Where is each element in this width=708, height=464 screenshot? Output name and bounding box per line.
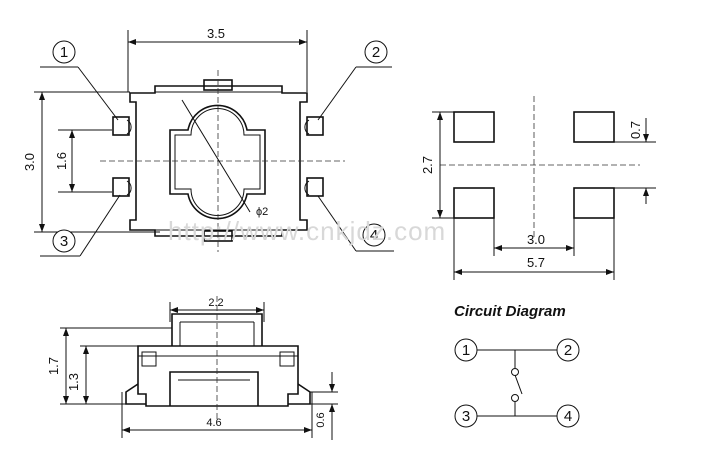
- watermark: http://www.cnkjdz.com: [168, 216, 446, 246]
- outer-span-label: 5.7: [527, 255, 545, 270]
- switch-body-outline: [129, 85, 308, 237]
- callout-3: [52, 229, 76, 253]
- pad-height-label: 0.7: [628, 121, 643, 139]
- pcb-footprint: 2.7 0.7 3.0 5.7: [420, 96, 656, 280]
- pin-1-pad: [112, 116, 130, 136]
- height-dim-label: 3.0: [22, 153, 37, 171]
- side-view: 2.2 1.7 1.3 4.6: [46, 296, 338, 440]
- callout-2: [364, 40, 388, 64]
- switch-contact-top: [511, 368, 519, 376]
- pin-pitch-label: 1.6: [54, 152, 69, 170]
- switch-blade: [514, 374, 523, 395]
- callout-4: [362, 223, 386, 247]
- footprint-pad-3: [453, 187, 495, 219]
- pin-4-pad: [306, 177, 324, 197]
- body-height-label: 1.3: [66, 373, 81, 391]
- callout-1: [52, 40, 76, 64]
- pin-2-pad: [306, 116, 324, 136]
- footprint-pad-2: [573, 111, 615, 143]
- top-view: 3.5 3.0 1.6: [22, 26, 394, 257]
- diameter-leader: [181, 99, 251, 213]
- svg-text:1: 1: [462, 342, 470, 359]
- svg-text:3: 3: [462, 408, 470, 425]
- button-diameter-label: ϕ2: [256, 206, 268, 218]
- actuator-outline: [169, 104, 266, 220]
- svg-text:2: 2: [564, 342, 572, 359]
- pad-spacing-label: 2.7: [420, 156, 435, 174]
- footprint-pad-4: [573, 187, 615, 219]
- svg-text:1: 1: [60, 44, 68, 61]
- switch-contact-bottom: [511, 394, 519, 402]
- total-height-label: 1.7: [46, 357, 61, 375]
- svg-text:4: 4: [370, 227, 378, 244]
- svg-text:4: 4: [564, 408, 572, 425]
- inner-span-label: 3.0: [527, 232, 545, 247]
- lead-height-label: 0.6: [315, 412, 327, 427]
- pin-3-pad: [112, 177, 130, 197]
- circuit-title: Circuit Diagram: [454, 303, 566, 320]
- overall-width-label: 4.6: [206, 417, 221, 429]
- footprint-pad-1: [453, 111, 495, 143]
- circuit-diagram: Circuit Diagram 1 2 3 4: [454, 303, 580, 428]
- svg-text:2: 2: [372, 44, 380, 61]
- svg-text:3: 3: [60, 233, 68, 250]
- side-body: [137, 345, 299, 407]
- width-dim-label: 3.5: [207, 26, 225, 41]
- top-width-label: 2.2: [208, 297, 223, 309]
